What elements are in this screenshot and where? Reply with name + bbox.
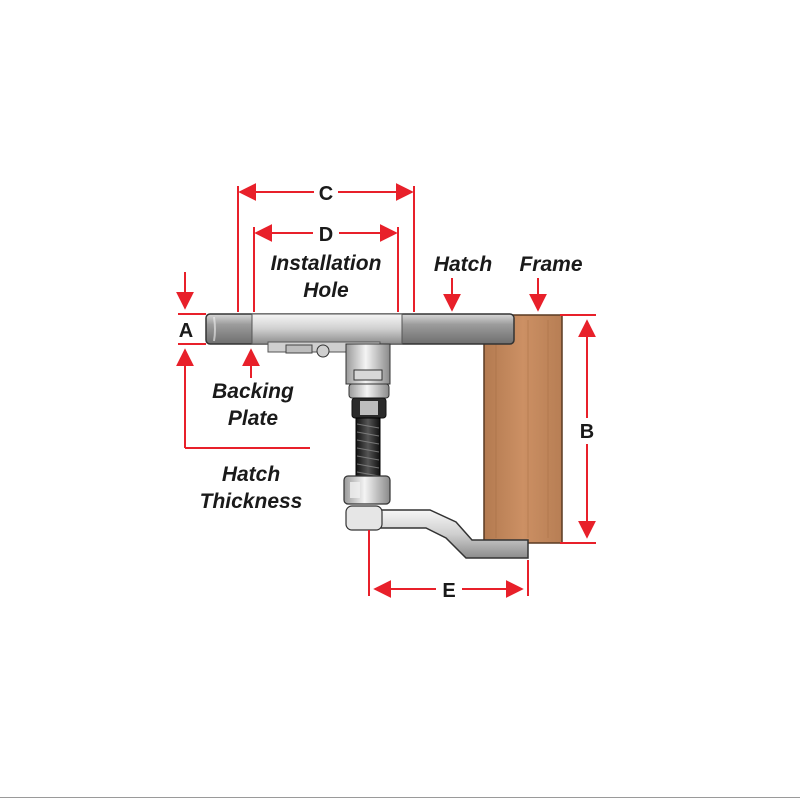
installation-hole-label-line2: Hole [303,279,349,302]
latch-hardware [285,343,391,505]
hatch-thickness-label-line1: Hatch [222,463,280,486]
hatch-thickness-label-line2: Thickness [200,490,303,513]
frame-block [483,314,563,544]
dim-b-label: B [580,421,594,443]
installation-hole-label-line1: Installation [271,252,382,275]
cam-arm [345,505,529,559]
dim-c-label: C [319,183,333,205]
frame-label: Frame [519,253,582,276]
dim-e-label: E [442,580,455,602]
dim-d-label: D [319,224,333,246]
hatch-label: Hatch [434,253,492,276]
bottom-divider [0,797,800,798]
backing-plate-label-line2: Plate [228,407,279,430]
backing-plate-label-line1: Backing [212,380,294,403]
dim-a-label: A [179,320,193,342]
